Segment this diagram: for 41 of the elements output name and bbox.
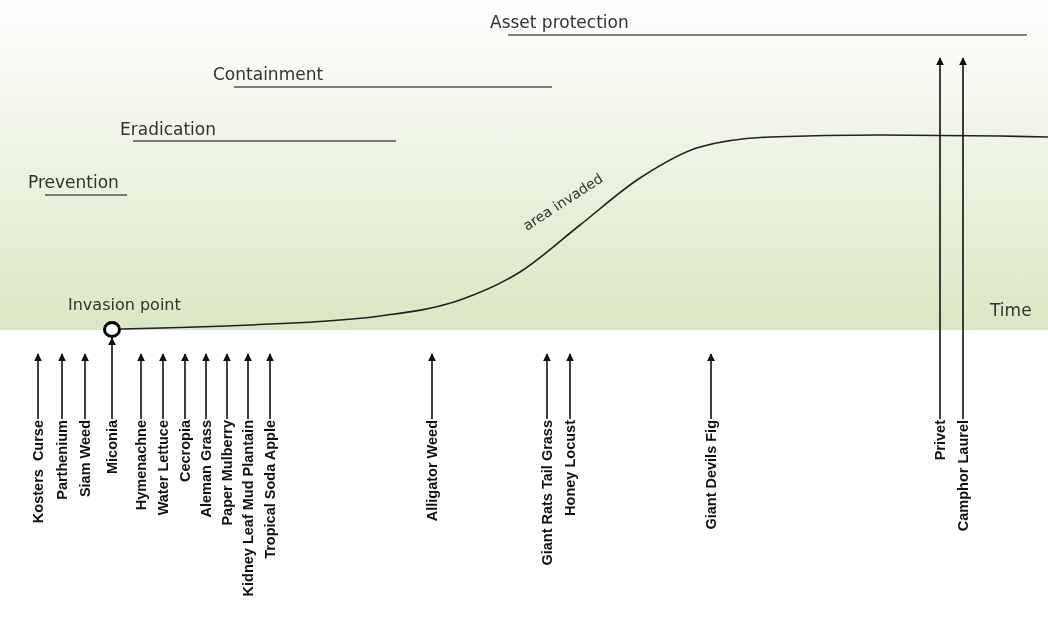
axis-label: Time xyxy=(990,300,1032,320)
point-label: Invasion point xyxy=(68,295,181,314)
arrow xyxy=(137,353,145,420)
arrow xyxy=(202,353,210,420)
species-label: Parthenium xyxy=(54,420,71,500)
species-label: Camphor Laurel xyxy=(955,420,972,532)
species-label: Miconia xyxy=(104,420,121,474)
species-label: Alligator Weed xyxy=(424,420,441,522)
arrow xyxy=(707,353,715,420)
phase-label: Asset protection xyxy=(490,12,629,32)
arrow xyxy=(108,337,116,420)
invasion-point-marker xyxy=(103,321,121,338)
arrow xyxy=(159,353,167,420)
species-label: Siam Weed xyxy=(77,420,94,498)
species-label: Aleman Grass xyxy=(198,420,215,518)
species-label: Hymenachne xyxy=(133,420,150,511)
arrow xyxy=(244,353,252,420)
species-label: Paper Mulberry xyxy=(219,420,236,526)
species-label: Cecropia xyxy=(177,420,194,483)
arrow xyxy=(543,353,551,420)
species-label: Kidney Leaf Mud Plantain xyxy=(240,420,257,597)
arrow xyxy=(58,353,66,420)
phase-label: Containment xyxy=(213,64,324,84)
arrow xyxy=(566,353,574,420)
arrow xyxy=(81,353,89,420)
arrow xyxy=(223,353,231,420)
species-label: Honey Locust xyxy=(562,420,579,516)
arrow xyxy=(959,57,967,420)
phase-label: Prevention xyxy=(28,172,119,192)
arrow xyxy=(181,353,189,420)
arrow xyxy=(936,57,944,420)
arrow xyxy=(34,353,42,420)
species-label: Giant Devils Fig xyxy=(703,420,720,530)
species-label: Kosters Curse xyxy=(30,420,47,524)
arrow xyxy=(266,353,274,420)
species-label: Privet xyxy=(932,420,949,461)
species-label: Giant Rats Tail Grass xyxy=(539,420,556,566)
species-label: Tropical Soda Apple xyxy=(262,420,279,559)
phase-label: Eradication xyxy=(120,119,216,139)
arrow xyxy=(428,353,436,420)
species-label: Water Lettuce xyxy=(155,420,172,516)
